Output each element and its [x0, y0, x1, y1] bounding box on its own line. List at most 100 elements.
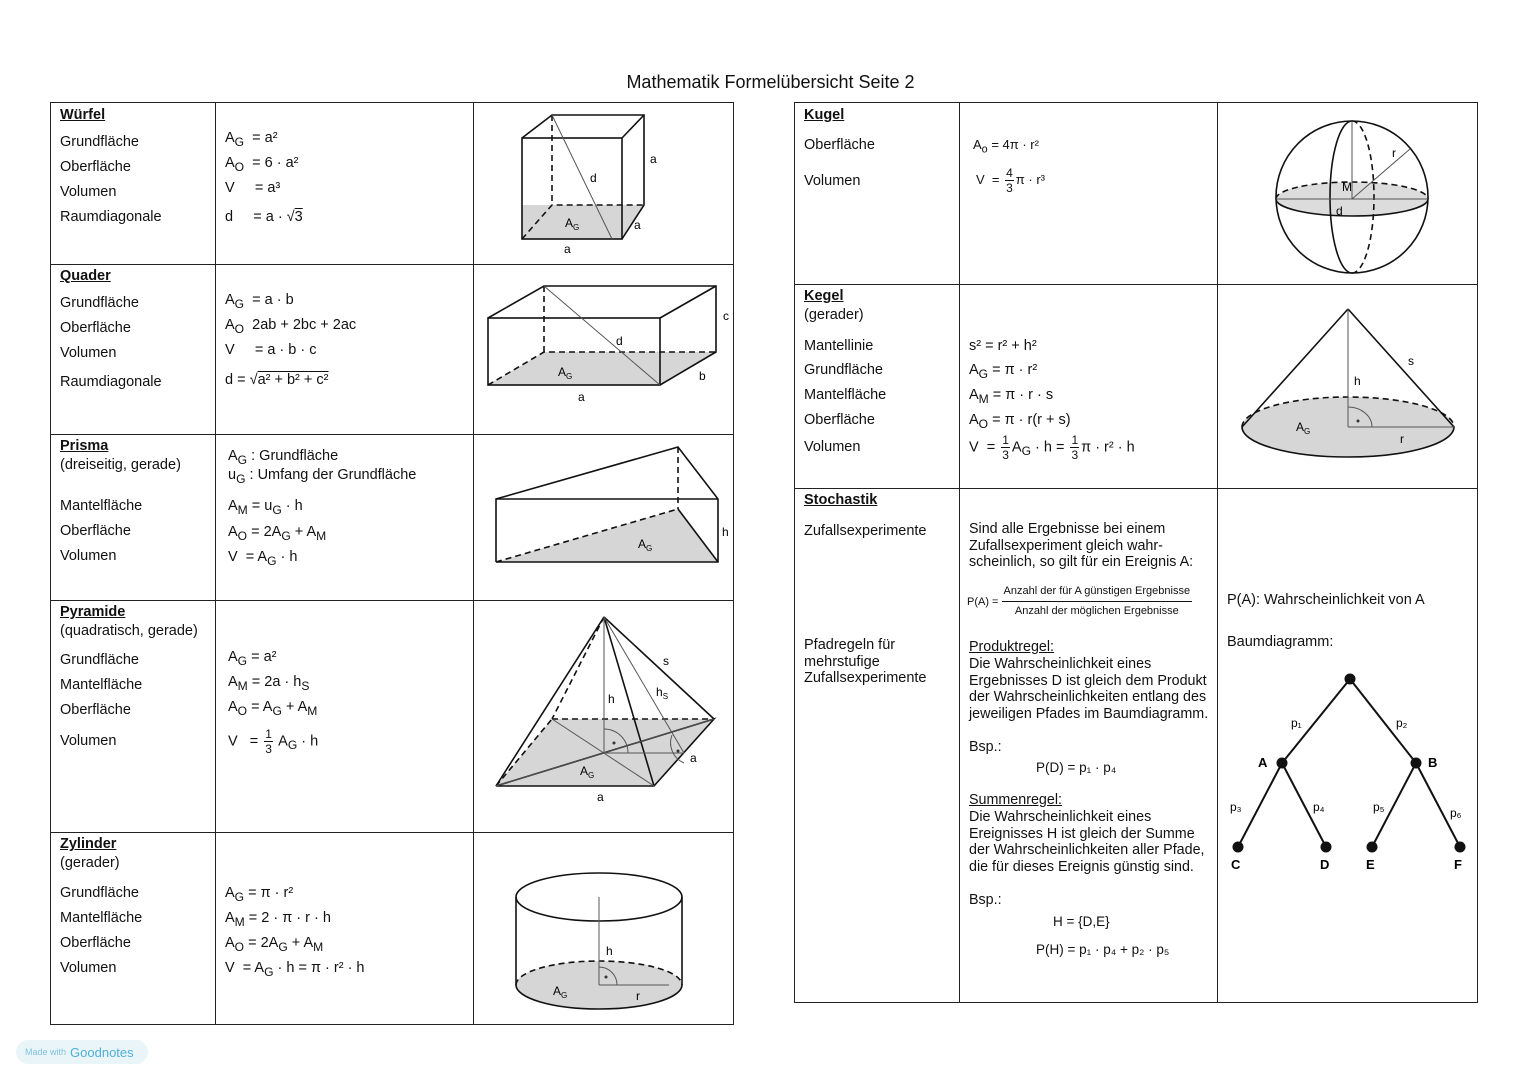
wuerfel-formula-d: d = a · √3 — [225, 209, 303, 225]
kegel-formulas: s² = r² + h² AG = π · r² AM = π · r · s … — [959, 284, 1218, 489]
sphere-label-m: M — [1342, 180, 1352, 194]
prisma-formulas: AG : Grundfläche uG : Umfang der Grundfl… — [215, 434, 474, 601]
stochastik-heading: Stochastik — [804, 492, 878, 508]
sphere-diagram: M r d — [1275, 120, 1429, 274]
cone-label-h: h — [1354, 374, 1361, 388]
prism-label-ag: AG — [638, 537, 652, 553]
label-oberflaeche: Oberfläche — [804, 137, 875, 153]
label-grundflaeche: Grundfläche — [60, 652, 139, 668]
quader-formula-ao: AO 2ab + 2bc + 2ac — [225, 317, 357, 336]
goodnotes-badge: Made with Goodnotes — [16, 1040, 148, 1064]
wuerfel-formulas: AG = a² AO = 6 · a² V = a³ d = a · √3 — [215, 102, 474, 265]
pyramide-heading: Pyramide — [60, 604, 126, 620]
tree-node-c — [1232, 841, 1244, 853]
summenregel-bsp: Bsp.: — [969, 892, 1002, 908]
label-mantelflaeche: Mantelfläche — [804, 387, 887, 403]
cylinder-label-r: r — [636, 989, 640, 1003]
label-volumen: Volumen — [60, 960, 117, 976]
label-zufallsexperimente: Zufallsexperimente — [804, 523, 927, 539]
badge-brand: Goodnotes — [70, 1044, 134, 1060]
label-volumen: Volumen — [60, 733, 117, 749]
tree-node-a — [1276, 757, 1288, 769]
label-volumen: Volumen — [60, 548, 117, 564]
tree-label-a: A — [1258, 755, 1268, 770]
cuboid-label-a: a — [578, 390, 585, 404]
label-oberflaeche: Oberfläche — [60, 320, 131, 336]
pyramide-subheading: (quadratisch, gerade) — [60, 623, 198, 639]
quader-formula-v: V = a · b · c — [225, 342, 317, 358]
label-grundflaeche: Grundfläche — [60, 885, 139, 901]
pyramid-label-a-side: a — [690, 751, 697, 765]
kegel-formula-ao: AO = π · r(r + s) — [969, 412, 1071, 431]
probability-tree: A B C D E F p₁ p₂ p₃ p₄ p₅ p₆ — [1230, 673, 1466, 872]
label-oberflaeche: Oberfläche — [804, 412, 875, 428]
label-volumen: Volumen — [804, 439, 861, 455]
pa-definition: P(A): Wahrscheinlichkeit von A — [1227, 592, 1425, 608]
wuerfel-formula-v: V = a³ — [225, 180, 281, 196]
label-pfadregeln: Pfadregeln für mehrstufige Zufallsexperi… — [804, 637, 927, 687]
cube-diagram: a a a d AG — [521, 114, 657, 256]
cone-label-s: s — [1408, 354, 1414, 368]
pyramid-label-h: h — [608, 692, 615, 706]
cuboid-label-d: d — [616, 334, 623, 348]
produktregel-example: P(D) = p₁ · p₄ — [1036, 760, 1117, 775]
prisma-labels: Prisma (dreiseitig, gerade) Mantelfläche… — [50, 434, 216, 601]
kegel-subheading: (gerader) — [804, 307, 864, 323]
prisma-def-ag: AG : Grundfläche — [228, 448, 339, 467]
tree-label-p6: p₆ — [1450, 806, 1462, 820]
tree-label-p2: p₂ — [1396, 716, 1408, 730]
prism-diagram: h AG — [495, 446, 729, 563]
kegel-formula-ag: AG = π · r² — [969, 362, 1038, 381]
zylinder-formula-v: V = AG · h = π · r² · h — [225, 960, 365, 979]
pyramid-label-hs: hS — [656, 685, 668, 701]
label-mantellinie: Mantellinie — [804, 338, 874, 354]
quader-figure: c b a d AG — [473, 264, 734, 435]
cuboid-label-ag: AG — [558, 365, 572, 381]
tree-label-b: B — [1428, 755, 1437, 770]
pa-formula: P(A) = Anzahl der für A günstigen Ergebn… — [967, 582, 1193, 621]
label-volumen: Volumen — [60, 345, 117, 361]
produktregel-heading: Produktregel: — [969, 639, 1055, 655]
pyramid-label-s: s — [663, 654, 669, 668]
pyramid-label-a-bottom: a — [597, 790, 604, 804]
prisma-def-ug: uG : Umfang der Grundfläche — [228, 467, 417, 486]
label-grundflaeche: Grundfläche — [60, 134, 139, 150]
quader-formula-ag: AG = a · b — [225, 292, 294, 311]
page-title: Mathematik Formelübersicht Seite 2 — [626, 72, 915, 92]
cube-label-a-right: a — [650, 152, 657, 166]
prisma-subheading: (dreiseitig, gerade) — [60, 457, 181, 473]
formula-table-right: Kugel Oberfläche Volumen Ao = 4π · r² V … — [794, 102, 1478, 1003]
prisma-figure: h AG — [473, 434, 734, 601]
tree-label-f: F — [1454, 857, 1462, 872]
tree-label-e: E — [1366, 857, 1375, 872]
sphere-label-r: r — [1392, 146, 1396, 160]
prisma-formula-v: V = AG · h — [228, 549, 298, 568]
label-grundflaeche: Grundfläche — [60, 295, 139, 311]
label-raumdiagonale: Raumdiagonale — [60, 209, 162, 225]
cuboid-label-c: c — [723, 309, 729, 323]
tree-label-c: C — [1231, 857, 1241, 872]
tree-node-b — [1410, 757, 1422, 769]
pyramide-labels: Pyramide (quadratisch, gerade) Grundfläc… — [50, 600, 216, 833]
cylinder-label-h: h — [606, 944, 613, 958]
kugel-formula-ao: Ao = 4π · r² — [973, 137, 1039, 156]
summenregel-heading: Summenregel: — [969, 792, 1062, 808]
label-oberflaeche: Oberfläche — [60, 159, 131, 175]
summenregel-example-p: P(H) = p₁ · p₄ + p₂ · p₅ — [1036, 942, 1170, 957]
pyramid-label-ag: AG — [580, 764, 594, 780]
prisma-heading: Prisma — [60, 438, 109, 454]
tree-label-p5: p₅ — [1373, 800, 1385, 814]
stochastik-formulas: Sind alle Ergebnisse bei einem Zufallsex… — [959, 488, 1218, 1003]
tree-label-d: D — [1320, 857, 1329, 872]
label-raumdiagonale: Raumdiagonale — [60, 374, 162, 390]
prisma-formula-ao: AO = 2AG + AM — [228, 524, 327, 543]
cone-label-r: r — [1400, 432, 1404, 446]
kegel-heading: Kegel — [804, 288, 844, 304]
pyramide-formula-am: AM = 2a · hS — [228, 674, 310, 693]
